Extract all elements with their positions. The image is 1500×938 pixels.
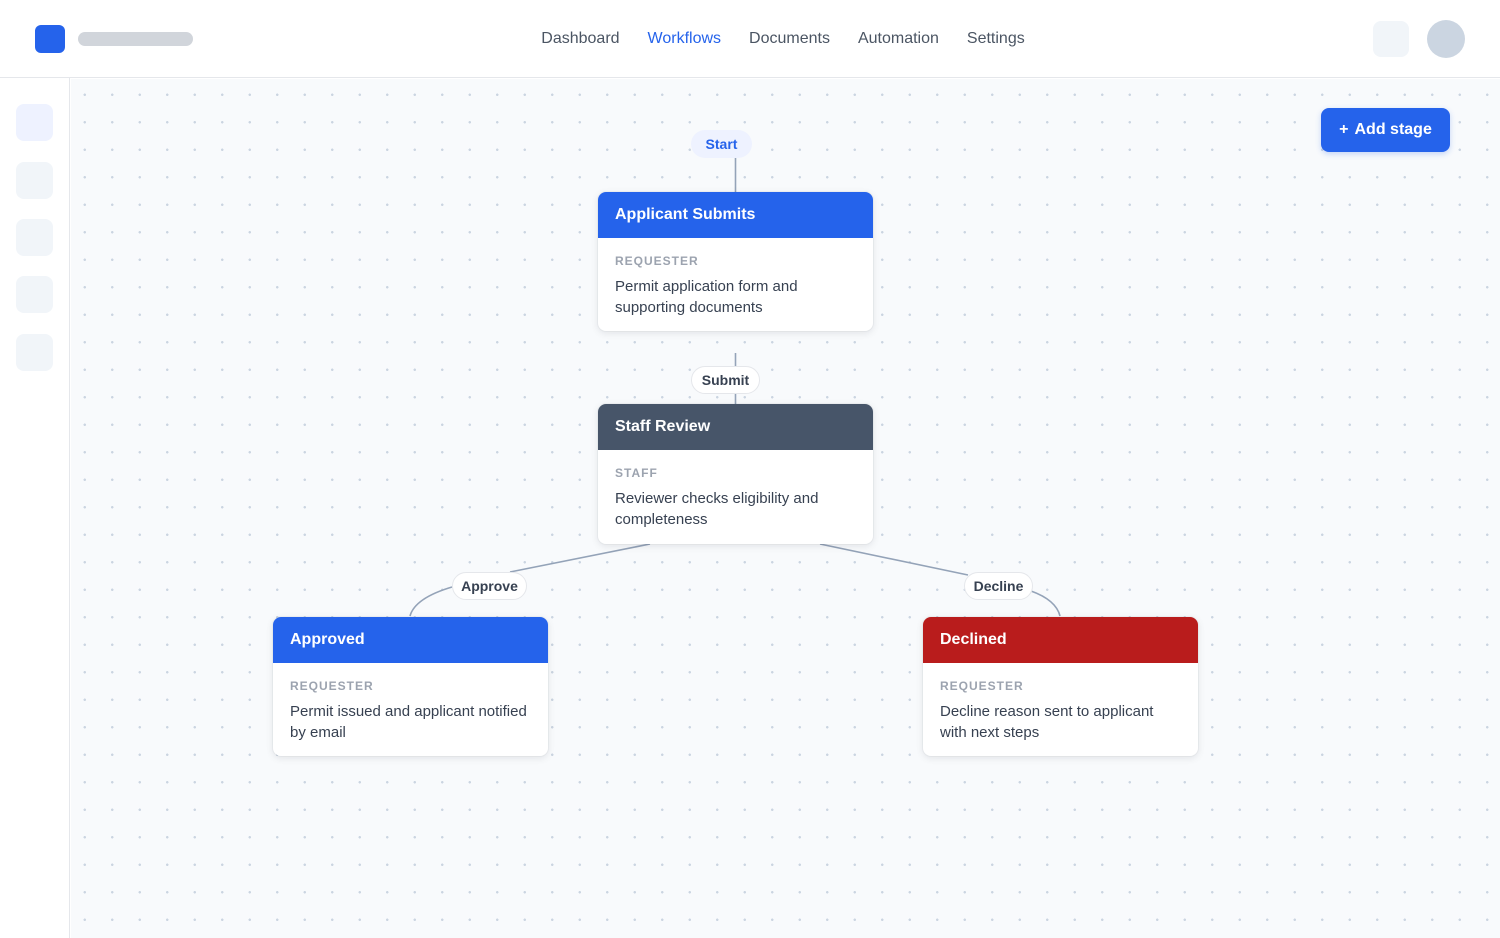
notifications-button[interactable] — [1373, 21, 1409, 57]
node-approved[interactable]: Approved REQUESTER Permit issued and app… — [273, 617, 548, 756]
connector-review-approve — [509, 543, 651, 573]
edge-submit-label: Submit — [701, 372, 750, 388]
sidebar-button-1[interactable] — [16, 104, 53, 141]
nav-dashboard[interactable]: Dashboard — [541, 30, 620, 47]
nav-automation[interactable]: Automation — [857, 30, 939, 47]
node-declined-title: Declined — [940, 631, 1007, 648]
node-approved-description: Permit issued and applicant notified by … — [290, 703, 527, 741]
node-approved-header: Approved — [273, 617, 548, 663]
node-applicant-header: Applicant Submits — [598, 192, 873, 238]
node-declined-body: REQUESTER Decline reason sent to applica… — [923, 663, 1198, 743]
nav-workflows[interactable]: Workflows — [647, 30, 722, 47]
node-review-header: Staff Review — [598, 404, 873, 450]
sidebar-button-5[interactable] — [16, 334, 53, 371]
nav-settings[interactable]: Settings — [966, 30, 1025, 47]
edge-decline-label: Decline — [973, 578, 1024, 594]
app-logo-icon[interactable] — [35, 25, 65, 53]
connector-review-decline — [819, 543, 969, 576]
edge-submit-pill[interactable]: Submit — [691, 366, 760, 394]
node-applicant-title: Applicant Submits — [615, 206, 756, 223]
node-declined-description: Decline reason sent to applicant with ne… — [940, 703, 1154, 741]
node-approved-title: Approved — [290, 631, 365, 648]
nav-documents[interactable]: Documents — [749, 30, 830, 47]
node-approved-body: REQUESTER Permit issued and applicant no… — [273, 663, 548, 743]
node-declined[interactable]: Declined REQUESTER Decline reason sent t… — [923, 617, 1198, 756]
edge-approve-label: Approve — [461, 578, 518, 594]
plus-icon: + — [1339, 121, 1349, 138]
start-label: Start — [705, 136, 738, 152]
node-review-body: STAFF Reviewer checks eligibility and co… — [598, 450, 873, 530]
main-nav: Dashboard Workflows Documents Automation… — [0, 0, 1500, 78]
node-review-description: Reviewer checks eligibility and complete… — [615, 490, 819, 528]
start-pill[interactable]: Start — [691, 130, 752, 158]
node-review-title: Staff Review — [615, 418, 711, 435]
node-applicant-role: REQUESTER — [615, 254, 699, 268]
node-applicant-body: REQUESTER Permit application form and su… — [598, 238, 873, 318]
connector-approve-approved — [409, 586, 453, 617]
edge-decline-pill[interactable]: Decline — [964, 572, 1033, 600]
top-bar: Dashboard Workflows Documents Automation… — [0, 0, 1500, 78]
node-review-role: STAFF — [615, 466, 658, 480]
node-applicant-description: Permit application form and supporting d… — [615, 278, 798, 316]
node-declined-role: REQUESTER — [940, 679, 1024, 693]
sidebar-button-4[interactable] — [16, 276, 53, 313]
sidebar-button-2[interactable] — [16, 162, 53, 199]
node-staff-review[interactable]: Staff Review STAFF Reviewer checks eligi… — [598, 404, 873, 544]
app-name-placeholder — [78, 32, 193, 46]
sidebar — [0, 78, 70, 938]
add-stage-label: Add stage — [1354, 121, 1432, 138]
node-applicant-submits[interactable]: Applicant Submits REQUESTER Permit appli… — [598, 192, 873, 331]
connector-decline-declined — [1030, 590, 1061, 617]
edge-approve-pill[interactable]: Approve — [452, 572, 527, 600]
node-approved-role: REQUESTER — [290, 679, 374, 693]
add-stage-button[interactable]: + Add stage — [1321, 108, 1450, 152]
sidebar-button-3[interactable] — [16, 219, 53, 256]
user-avatar[interactable] — [1427, 20, 1465, 58]
node-declined-header: Declined — [923, 617, 1198, 663]
